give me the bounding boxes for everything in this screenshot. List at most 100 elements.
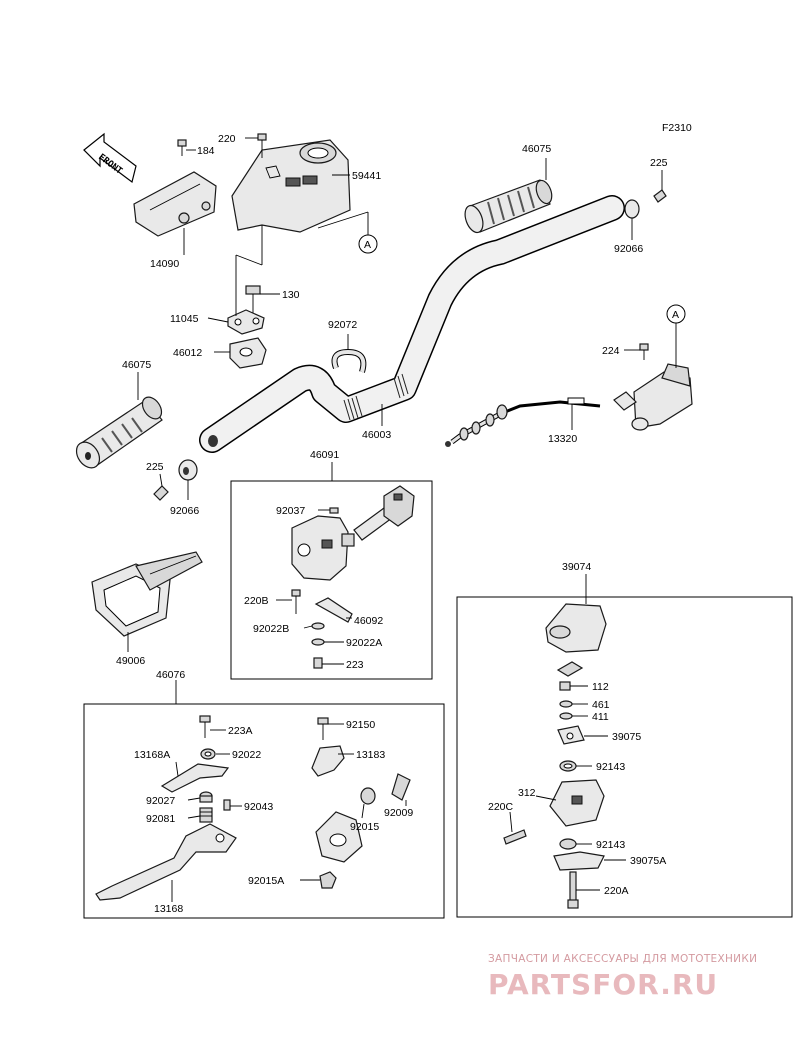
clip-small — [556, 661, 584, 677]
nut-92015A — [319, 871, 337, 889]
label-14090: 14090 — [150, 258, 179, 270]
label-13168A: 13168A — [134, 749, 170, 761]
bolt-184 — [177, 139, 187, 156]
label-92081: 92081 — [146, 813, 175, 825]
label-46003: 46003 — [362, 429, 391, 441]
label-39075A: 39075A — [630, 855, 666, 867]
label-92066-left: 92066 — [170, 505, 199, 517]
label-92072: 92072 — [328, 319, 357, 331]
spring-92081 — [199, 807, 213, 823]
label-223: 223 — [346, 659, 364, 671]
label-461: 461 — [592, 699, 610, 711]
label-220B: 220B — [244, 595, 269, 607]
screw-220C — [503, 829, 527, 845]
label-112: 112 — [592, 681, 609, 693]
label-46092: 46092 — [354, 615, 383, 627]
label-92022: 92022 — [232, 749, 261, 761]
ref-marker-a-top: A — [358, 234, 378, 254]
label-312: 312 — [518, 787, 536, 799]
svg-text:A: A — [672, 309, 679, 321]
label-92043: 92043 — [244, 801, 273, 813]
bracket-14090 — [133, 171, 217, 237]
switch-housing-46091 — [291, 485, 415, 581]
label-46012: 46012 — [173, 347, 202, 359]
label-46075-right: 46075 — [522, 143, 551, 155]
plate-39075A — [553, 851, 605, 871]
screw-225-left — [153, 485, 169, 501]
label-92066-right: 92066 — [614, 243, 643, 255]
screw-92037 — [329, 507, 339, 514]
svg-text:A: A — [364, 239, 371, 251]
label-13320: 13320 — [548, 433, 577, 445]
label-92037: 92037 — [276, 505, 305, 517]
grip-left-46075 — [75, 396, 163, 469]
label-92009: 92009 — [384, 807, 413, 819]
throttle-case — [613, 363, 693, 431]
front-arrow-icon: FRONT — [83, 132, 137, 184]
bracket-13168A — [160, 763, 230, 793]
cable-13320 — [445, 397, 601, 447]
washer-92022B — [311, 622, 325, 630]
label-46075-left: 46075 — [122, 359, 151, 371]
label-92143-top: 92143 — [596, 761, 625, 773]
label-220-top: 220 — [218, 133, 236, 145]
label-92015A: 92015A — [248, 875, 284, 887]
lever-holder-312 — [549, 779, 605, 827]
plate-39075 — [557, 725, 585, 745]
adjuster-92009 — [391, 773, 411, 801]
label-39075: 39075 — [612, 731, 641, 743]
bracket-13183 — [311, 745, 345, 777]
label-130: 130 — [282, 289, 300, 301]
washer-92022A — [311, 638, 325, 646]
clamp-46012 — [229, 337, 267, 369]
bolt-112 — [559, 681, 571, 691]
box-46091 — [230, 480, 433, 680]
holder-92015 — [315, 787, 376, 863]
watermark: ЗАПЧАСТИ И АКСЕССУАРЫ ДЛЯ МОТОТЕХНИКИ PA… — [488, 953, 757, 1001]
bolt-220 — [257, 133, 267, 158]
label-225-left: 225 — [146, 461, 164, 473]
label-223A: 223A — [228, 725, 253, 737]
label-46076: 46076 — [156, 669, 185, 681]
watermark-brand: PARTSFOR.RU — [488, 968, 718, 1001]
ref-marker-a-right: A — [666, 304, 686, 324]
weight-92066-right — [624, 199, 640, 219]
label-13168: 13168 — [154, 903, 183, 915]
label-59441: 59441 — [352, 170, 381, 182]
lever-46092 — [314, 597, 353, 623]
collar-92143-bottom — [559, 838, 577, 850]
label-224: 224 — [602, 345, 620, 357]
figure-code: F2310 — [662, 122, 692, 134]
screw-224 — [639, 343, 649, 360]
label-411: 411 — [592, 711, 609, 723]
label-11045: 11045 — [170, 313, 199, 325]
label-92027: 92027 — [146, 795, 175, 807]
label-92022A: 92022A — [346, 637, 382, 649]
label-220A: 220A — [604, 885, 629, 897]
bushing-92027 — [199, 791, 213, 803]
clip-92072 — [331, 348, 367, 373]
cover-59441 — [231, 139, 351, 233]
washer-411 — [559, 712, 573, 720]
label-46091: 46091 — [310, 449, 339, 461]
lever-13168 — [95, 823, 237, 901]
label-92022B: 92022B — [253, 623, 289, 635]
part-labels: 220 184 59441 14090 130 11045 46012 9207… — [116, 133, 668, 915]
label-13183: 13183 — [356, 749, 385, 761]
washer-92022 — [200, 748, 216, 760]
label-225-right: 225 — [650, 157, 668, 169]
box-46076 — [83, 703, 445, 919]
screw-220B — [291, 589, 301, 614]
washer-461 — [559, 700, 573, 708]
pin-92043 — [223, 799, 231, 811]
screw-220A — [567, 871, 579, 909]
label-184: 184 — [197, 145, 215, 157]
label-49006: 49006 — [116, 655, 145, 667]
bolt-130 — [245, 285, 261, 316]
plate-11045 — [227, 309, 265, 335]
leader-lines — [127, 137, 677, 902]
screw-225-right — [653, 189, 667, 203]
cover-39074 — [545, 603, 607, 653]
handlebar-46003 — [199, 195, 625, 453]
